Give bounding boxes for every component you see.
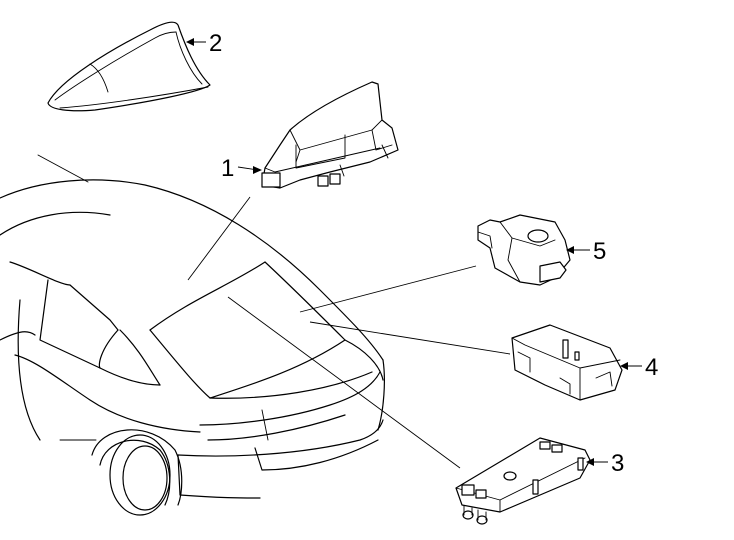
leader-part-3 <box>227 296 461 469</box>
callout-arrows <box>186 38 642 466</box>
callout-3: 3 <box>611 450 624 477</box>
part-4-control-unit <box>511 324 623 401</box>
callout-2: 2 <box>209 30 222 57</box>
part-2-antenna-cover <box>47 21 211 112</box>
leader-part-4 <box>309 321 511 355</box>
callout-5: 5 <box>593 238 606 265</box>
callout-4: 4 <box>645 354 658 381</box>
part-3-receiver-unit <box>455 437 591 525</box>
car-body <box>0 154 385 516</box>
leader-lines <box>187 196 511 469</box>
leader-part-5 <box>299 265 477 313</box>
part-1-antenna-module <box>261 81 399 189</box>
callout-1: 1 <box>221 155 234 182</box>
part-5-module <box>477 214 571 286</box>
leader-part-1 <box>187 196 251 281</box>
